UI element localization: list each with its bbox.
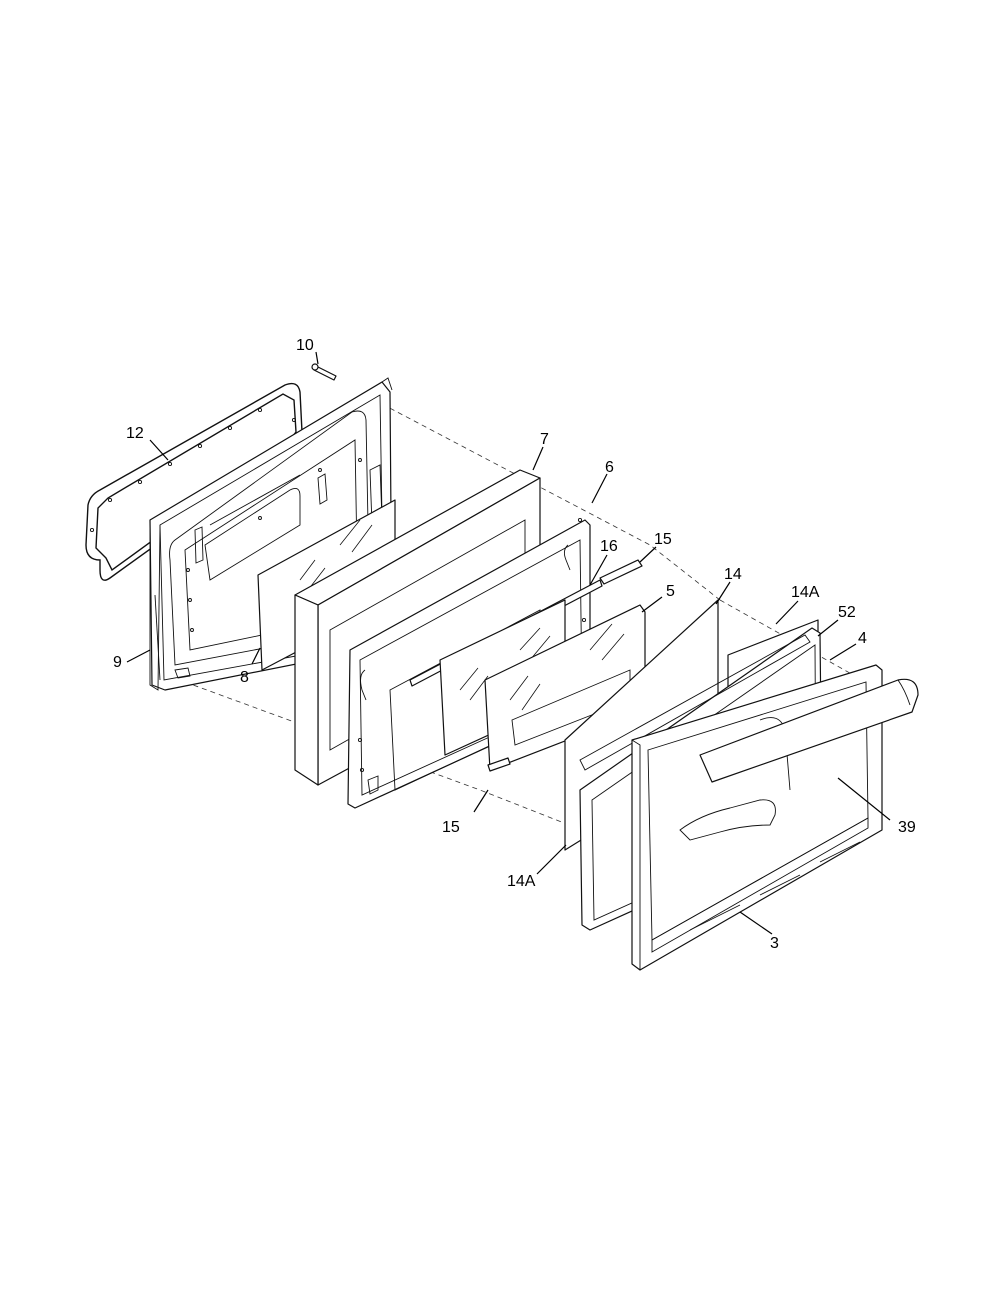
callout-4: 4 [858,630,867,647]
callout-12: 12 [126,425,144,442]
callout-labels: 10 12 9 8 7 6 16 15 5 14 14A 52 4 39 15 … [113,337,916,952]
callout-52: 52 [838,604,856,621]
callout-14: 14 [724,566,742,583]
callout-14a-top: 14A [791,584,820,601]
callout-15-top: 15 [654,531,672,548]
callout-15-bottom: 15 [442,819,460,836]
callout-3: 3 [770,935,779,952]
callout-7: 7 [540,431,549,448]
callout-8: 8 [240,669,249,686]
callout-6: 6 [605,459,614,476]
callout-10: 10 [296,337,314,354]
callout-39: 39 [898,819,916,836]
part-10-screw [311,363,337,381]
part-39-door-handle [699,678,919,783]
callout-9: 9 [113,654,122,671]
callout-14a-bottom: 14A [507,873,536,890]
callout-16: 16 [600,538,618,555]
callout-5: 5 [666,583,675,600]
leader-lines [126,351,891,935]
